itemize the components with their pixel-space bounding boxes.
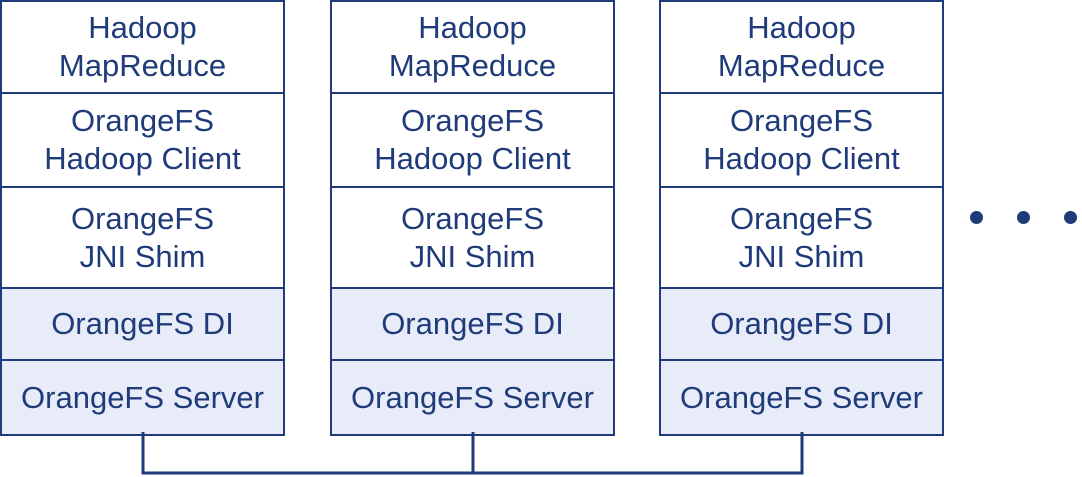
ellipsis-icon [965, 194, 1082, 240]
layer-label: OrangeFS [729, 200, 873, 236]
layer-orangefs-di: OrangeFS DI [332, 289, 613, 361]
layer-label: MapReduce [58, 48, 227, 83]
dot [1064, 210, 1077, 224]
layer-label: MapReduce [717, 48, 886, 83]
layer-label: OrangeFS DI [710, 306, 893, 341]
layer-orangefs-hadoop-client: OrangeFS Hadoop Client [332, 94, 613, 188]
layer-orangefs-server: OrangeFS Server [2, 361, 283, 434]
layer-orangefs-server: OrangeFS Server [661, 361, 942, 434]
layer-hadoop-mapreduce: Hadoop MapReduce [2, 2, 283, 94]
layer-label: Hadoop [747, 10, 856, 45]
layer-label: OrangeFS Server [680, 379, 923, 415]
layer-label: OrangeFS Server [21, 379, 264, 415]
layer-orangefs-server: OrangeFS Server [332, 361, 613, 434]
dot [1017, 210, 1030, 224]
layer-label: OrangeFS [400, 200, 544, 236]
layer-label: Hadoop Client [374, 141, 571, 176]
dot [970, 210, 983, 224]
layer-label: JNI Shim [79, 238, 206, 274]
layer-hadoop-mapreduce: Hadoop MapReduce [661, 2, 942, 94]
layer-label: Hadoop [88, 10, 197, 45]
layer-label: OrangeFS [400, 103, 544, 138]
node-stack-2: Hadoop MapReduce OrangeFS Hadoop Client … [330, 0, 615, 436]
layer-label: OrangeFS [70, 200, 214, 236]
layer-label: Hadoop Client [703, 141, 900, 176]
layer-orangefs-di: OrangeFS DI [2, 289, 283, 361]
layer-label: Hadoop Client [44, 141, 241, 176]
node-stack-3: Hadoop MapReduce OrangeFS Hadoop Client … [659, 0, 944, 436]
layer-orangefs-di: OrangeFS DI [661, 289, 942, 361]
node-stack-1: Hadoop MapReduce OrangeFS Hadoop Client … [0, 0, 285, 436]
layer-hadoop-mapreduce: Hadoop MapReduce [332, 2, 613, 94]
layer-orangefs-jni-shim: OrangeFS JNI Shim [332, 188, 613, 289]
layer-orangefs-hadoop-client: OrangeFS Hadoop Client [661, 94, 942, 188]
layer-label: OrangeFS [70, 103, 214, 138]
layer-label: OrangeFS DI [51, 306, 234, 341]
layer-label: OrangeFS [729, 103, 873, 138]
layer-orangefs-jni-shim: OrangeFS JNI Shim [661, 188, 942, 289]
layer-label: JNI Shim [738, 238, 865, 274]
layer-orangefs-jni-shim: OrangeFS JNI Shim [2, 188, 283, 289]
layer-label: JNI Shim [409, 238, 536, 274]
layer-orangefs-hadoop-client: OrangeFS Hadoop Client [2, 94, 283, 188]
layer-label: MapReduce [388, 48, 557, 83]
layer-label: Hadoop [418, 10, 527, 45]
layer-label: OrangeFS Server [351, 379, 594, 415]
layer-label: OrangeFS DI [381, 306, 564, 341]
